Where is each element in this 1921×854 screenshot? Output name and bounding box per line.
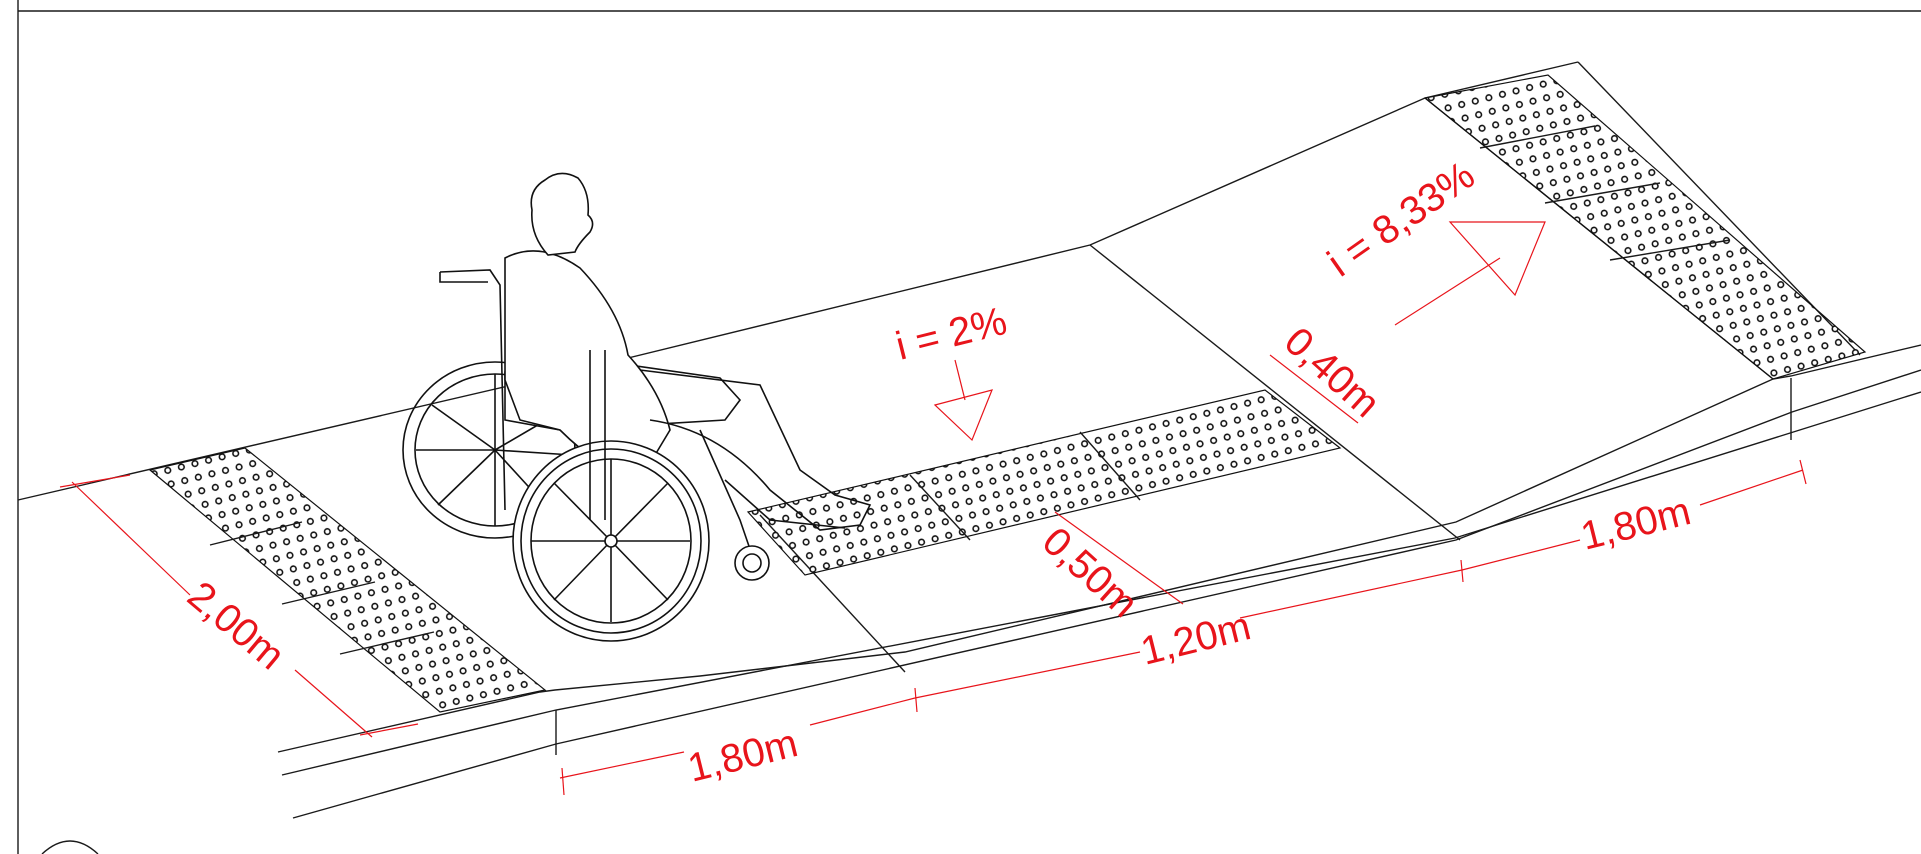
dimension-lines [59,354,1807,796]
label-dim-ramp-left: 1,80m [684,721,803,791]
tactile-strip-left [148,447,547,713]
slope-arrow-icon [933,221,1546,442]
label-slope-landing: i = 2% [892,299,1012,369]
corner-mark [41,840,99,854]
curb-lines [277,344,1921,819]
label-dim-tile-length: 2,00m [179,573,292,678]
tactile-strip-right [1423,74,1867,380]
label-dim-landing: 1,20m [1137,604,1256,674]
tactile-strip-landing [746,389,1342,576]
wheelchair-user-icon [402,172,872,642]
tactile-paving [148,74,1867,713]
drawing-frame [17,0,1921,854]
label-slope-ramp: i = 8,33% [1320,153,1483,285]
label-dim-tactile-offset: 0,50m [1034,519,1146,626]
label-dim-ramp-right: 1,80m [1577,489,1696,559]
